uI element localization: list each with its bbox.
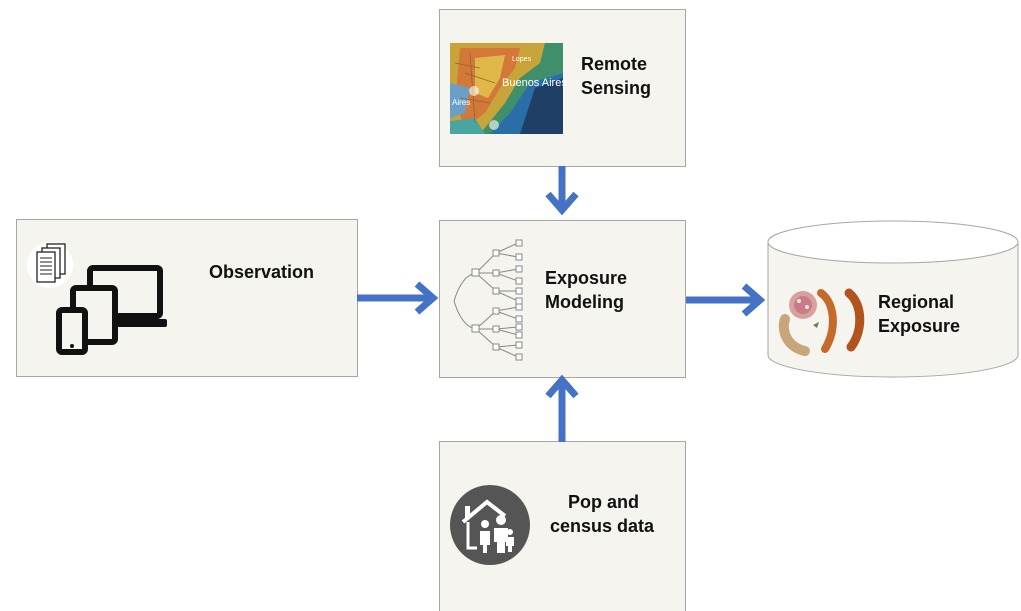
arrow-remote-to-model (545, 166, 579, 216)
arrow-census-to-model (545, 374, 579, 442)
regional-exposure-title: Regional Exposure (878, 290, 960, 338)
exposure-modeling-box: Exposure Modeling (439, 220, 686, 378)
map-label-city: Buenos Aires (502, 77, 567, 89)
arrow-observation-to-model (357, 281, 439, 315)
arrow-model-to-regional (686, 283, 766, 317)
map-label-left: Aires (452, 98, 470, 107)
remote-sensing-title-line1: Remote (581, 54, 648, 74)
food-sausages-image (778, 288, 865, 356)
family-house-icon (450, 485, 530, 565)
observation-box: Observation (16, 219, 358, 377)
devices-icon (56, 265, 167, 355)
documents-icon (27, 242, 73, 288)
census-box: Pop and census data (439, 441, 686, 611)
observation-title: Observation (209, 262, 315, 282)
remote-sensing-title-line2: Sensing (581, 78, 652, 98)
satellite-map-thumbnail: Lopes Buenos Aires Aires (450, 43, 567, 134)
regional-exposure-title-line1: Regional (878, 292, 955, 312)
exposure-modeling-title-line2: Modeling (545, 292, 624, 312)
tree-diagram-icon (453, 239, 523, 361)
exposure-modeling-title: Exposure Modeling (545, 266, 627, 314)
remote-sensing-box: Lopes Buenos Aires Aires Remote Sensing (439, 9, 686, 167)
census-title-line2: census data (550, 516, 655, 536)
map-label-lopes: Lopes (512, 56, 532, 63)
exposure-modeling-title-line1: Exposure (545, 268, 628, 288)
remote-sensing-title: Remote Sensing (581, 52, 651, 100)
regional-exposure-title-line2: Exposure (878, 316, 961, 336)
census-title-line1: Pop and (568, 492, 639, 512)
census-title: Pop and census data (550, 490, 654, 538)
